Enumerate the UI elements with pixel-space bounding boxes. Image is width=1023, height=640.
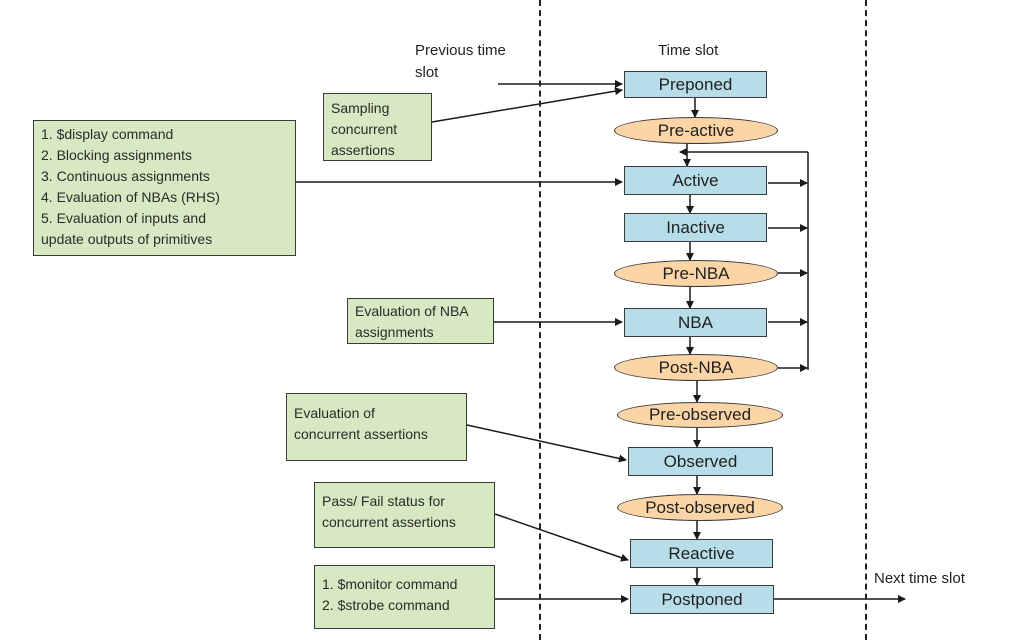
time-slot-end-boundary: [865, 0, 867, 640]
note-postponed-commands: 1. $monitor command 2. $strobe command: [314, 565, 495, 629]
note-active-region-events: 1. $display command 2. Blocking assignme…: [33, 120, 296, 256]
region-post-observed: Post-observed: [617, 494, 783, 521]
region-nba: NBA: [624, 308, 767, 337]
region-inactive: Inactive: [624, 213, 767, 242]
note-reactive-status: Pass/ Fail status for concurrent asserti…: [314, 482, 495, 548]
region-reactive: Reactive: [630, 539, 773, 568]
note-nba-evaluation: Evaluation of NBA assignments: [347, 298, 494, 344]
region-active: Active: [624, 166, 767, 195]
region-observed: Observed: [628, 447, 773, 476]
arrow-sampling-to-preponed: [431, 87, 623, 123]
region-post-nba: Post-NBA: [614, 354, 778, 381]
note-sampling-assertions: Sampling concurrent assertions: [323, 93, 432, 161]
arrow-observed-note-to-observed: [466, 424, 627, 463]
arrow-reactive-note-to-reactive: [494, 513, 629, 562]
time-slot-start-boundary: [539, 0, 541, 640]
time-slot-label: Time slot: [658, 42, 719, 59]
region-pre-active: Pre-active: [614, 117, 778, 144]
region-postponed: Postponed: [630, 585, 774, 614]
region-preponed: Preponed: [624, 71, 767, 98]
note-observed-evaluation: Evaluation of concurrent assertions: [286, 393, 467, 461]
next-time-slot-label: Next time slot: [874, 570, 965, 587]
previous-time-slot-label: Previous time slot: [415, 42, 506, 81]
region-pre-observed: Pre-observed: [617, 402, 783, 428]
region-pre-nba: Pre-NBA: [614, 260, 778, 287]
